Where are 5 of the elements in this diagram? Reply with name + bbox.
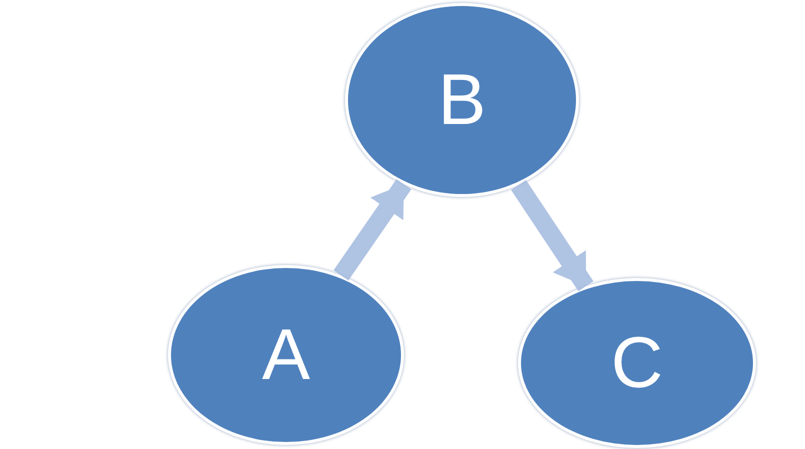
ellipse-node: B — [345, 3, 579, 197]
ellipse-node: C — [518, 278, 756, 448]
block-arrow — [334, 179, 412, 280]
block-arrow — [511, 180, 594, 292]
ellipse-node: A — [168, 265, 404, 445]
